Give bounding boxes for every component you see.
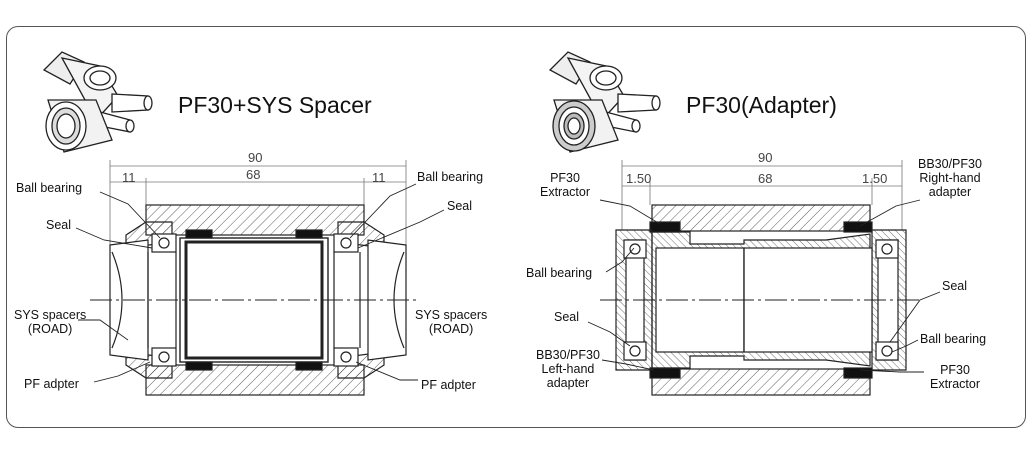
label-seal-left: Seal — [46, 218, 72, 232]
dim-overall-left: 90 — [248, 150, 263, 165]
label-seal-right: Seal — [447, 199, 473, 213]
title-left: PF30+SYS Spacer — [178, 92, 372, 118]
dimension-lines-left — [109, 160, 407, 245]
label-ball-bearing-left: Ball bearing — [16, 181, 83, 195]
label-right-hand-adapter: BB30/PF30 Right-hand adapter — [918, 157, 982, 199]
bb-shell-icon-right — [548, 51, 661, 153]
label-pf-adapter-left: PF adpter — [24, 377, 79, 391]
label-left-hand-adapter: BB30/PF30 Left-hand adapter — [536, 348, 600, 390]
bb-shell-icon-left — [42, 51, 153, 153]
label-ball-bearing-right: Ball bearing — [417, 170, 484, 184]
label-pf-adapter-right: PF adpter — [421, 378, 476, 392]
dimension-lines-right — [621, 160, 903, 230]
label-seal-adapter-left: Seal — [554, 310, 580, 324]
label-ball-bearing-adapter-right: Ball bearing — [920, 332, 987, 346]
label-pf30-extractor-bottom: PF30 Extractor — [930, 363, 981, 391]
diagram-frame — [6, 26, 1026, 428]
leaders-left — [75, 183, 445, 383]
dim-overall-right: 90 — [758, 150, 773, 165]
label-ball-bearing-adapter-left: Ball bearing — [526, 266, 593, 280]
leaders-right — [587, 199, 941, 373]
dim-center-left: 68 — [246, 167, 261, 182]
label-pf30-extractor-top: PF30 Extractor — [540, 171, 591, 199]
dim-center-right: 68 — [758, 171, 773, 186]
title-right: PF30(Adapter) — [686, 92, 837, 118]
dim-right-right: 1.50 — [862, 171, 888, 186]
label-sys-spacers-right: SYS spacers (ROAD) — [415, 308, 488, 336]
dim-right-left: 11 — [372, 170, 386, 185]
label-seal-adapter-right: Seal — [942, 279, 968, 293]
label-sys-spacers-left: SYS spacers (ROAD) — [14, 308, 87, 336]
dim-left-left: 11 — [122, 170, 136, 185]
dim-left-right: 1.50 — [626, 171, 652, 186]
